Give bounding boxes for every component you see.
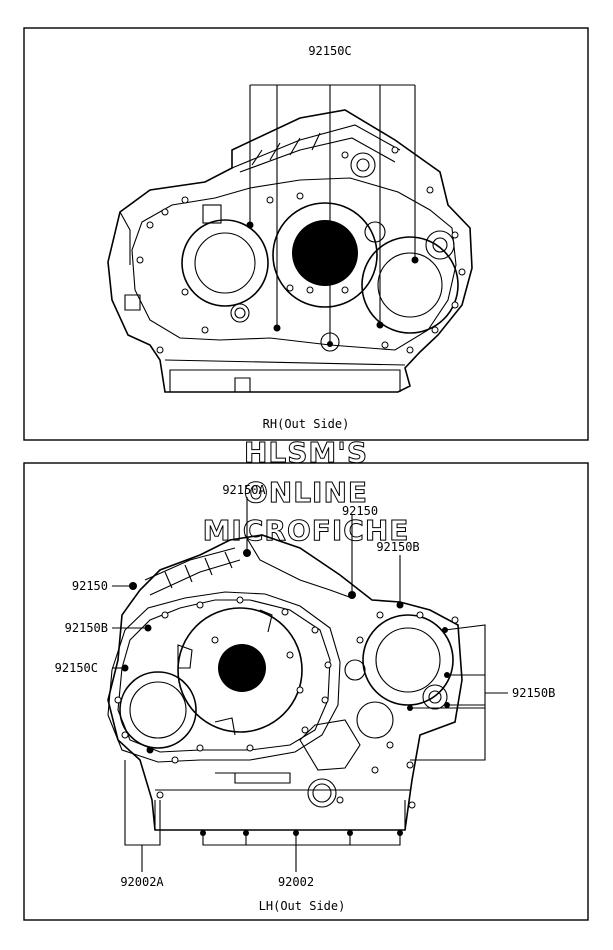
label-92002: 92002 (278, 875, 314, 889)
label-92150b-right: 92150B (512, 686, 555, 700)
label-92150b-left: 92150B (65, 621, 108, 635)
watermark-line-2: ONLINE (244, 476, 368, 509)
label-92150-top: 92150 (342, 504, 378, 518)
label-92002a: 92002A (120, 875, 164, 889)
lh-crankcase-drawing (107, 497, 508, 872)
watermark-line-1: HLSM'S (244, 436, 368, 469)
upper-part-label-92150c: 92150C (308, 44, 351, 58)
rh-crankcase-drawing (107, 84, 473, 393)
lower-panel-caption: LH(Out Side) (259, 899, 346, 913)
upper-panel-caption: RH(Out Side) (263, 417, 350, 431)
label-92150c-left: 92150C (55, 661, 98, 675)
upper-panel-frame (23, 27, 589, 441)
label-92150-left: 92150 (72, 579, 108, 593)
label-92150b-top: 92150B (376, 540, 419, 554)
watermark-line-3: MICROFICHE (203, 514, 410, 547)
lower-panel-frame (23, 462, 589, 921)
label-92150a: 92150A (222, 483, 266, 497)
